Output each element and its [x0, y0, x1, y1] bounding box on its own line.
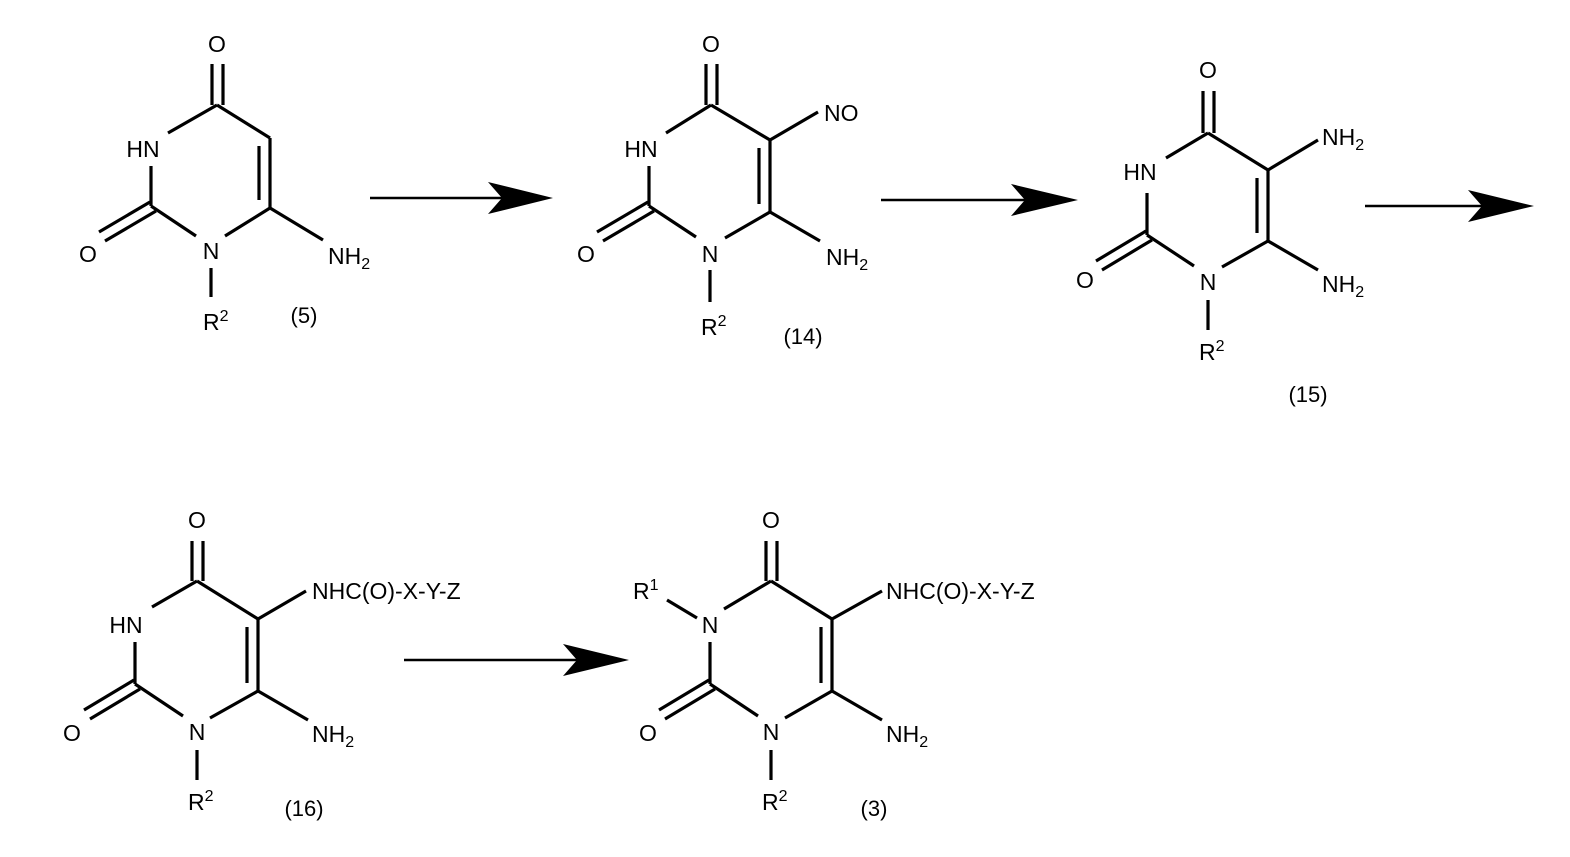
compound-15: O NH2 HN O N NH2 R2 (15) — [1076, 57, 1364, 407]
atom-o-left: O — [577, 241, 595, 267]
compound-label: (5) — [291, 303, 318, 328]
atom-side-chain: NHC(O)-X-Y-Z — [886, 578, 1035, 604]
atom-o-top: O — [188, 507, 206, 533]
atom-hn: HN — [1123, 159, 1156, 185]
atom-o-left: O — [639, 720, 657, 746]
atom-n1: N — [763, 719, 780, 745]
atom-hn: HN — [624, 136, 657, 162]
atom-hn: HN — [126, 136, 159, 162]
compound-3: O R1 NHC(O)-X-Y-Z N O N NH2 R2 (3) — [633, 507, 1035, 821]
atom-o-left: O — [63, 720, 81, 746]
reaction-arrow-4 — [404, 644, 629, 676]
atom-n1: N — [203, 238, 220, 264]
reaction-arrow-1 — [370, 182, 553, 214]
compound-label: (14) — [783, 324, 822, 349]
atom-nh2: NH2 — [1322, 271, 1364, 301]
atom-n1: N — [189, 719, 206, 745]
atom-o-top: O — [762, 507, 780, 533]
atom-n3: N — [702, 612, 719, 638]
atom-nh2: NH2 — [328, 243, 370, 273]
compound-5: O HN O N NH2 R2 (5) — [79, 31, 370, 335]
compound-label: (15) — [1288, 382, 1327, 407]
atom-nh2: NH2 — [826, 244, 868, 274]
atom-r2: R2 — [762, 788, 788, 815]
atom-r2: R2 — [203, 308, 229, 335]
atom-o-top: O — [208, 31, 226, 57]
reaction-arrow-2 — [881, 184, 1078, 216]
reaction-arrow-3 — [1365, 190, 1534, 222]
atom-n1: N — [1200, 269, 1217, 295]
atom-o-top: O — [702, 31, 720, 57]
atom-o-left: O — [1076, 267, 1094, 293]
compound-16: O NHC(O)-X-Y-Z HN O N NH2 R2 (16) — [63, 507, 461, 821]
atom-side-chain: NHC(O)-X-Y-Z — [312, 578, 461, 604]
atom-r2: R2 — [701, 313, 727, 340]
atom-r1: R1 — [633, 577, 659, 604]
atom-nh2: NH2 — [312, 721, 354, 751]
atom-o-top: O — [1199, 57, 1217, 83]
compound-14: O NO HN O N NH2 R2 (14) — [577, 31, 868, 349]
atom-n1: N — [702, 241, 719, 267]
atom-o-left: O — [79, 241, 97, 267]
compound-label: (16) — [284, 796, 323, 821]
atom-hn: HN — [109, 612, 142, 638]
compound-label: (3) — [861, 796, 888, 821]
atom-r2: R2 — [188, 788, 214, 815]
atom-r2: R2 — [1199, 338, 1225, 365]
atom-nh2: NH2 — [886, 721, 928, 751]
atom-nh2-top: NH2 — [1322, 124, 1364, 154]
atom-no: NO — [824, 100, 859, 126]
